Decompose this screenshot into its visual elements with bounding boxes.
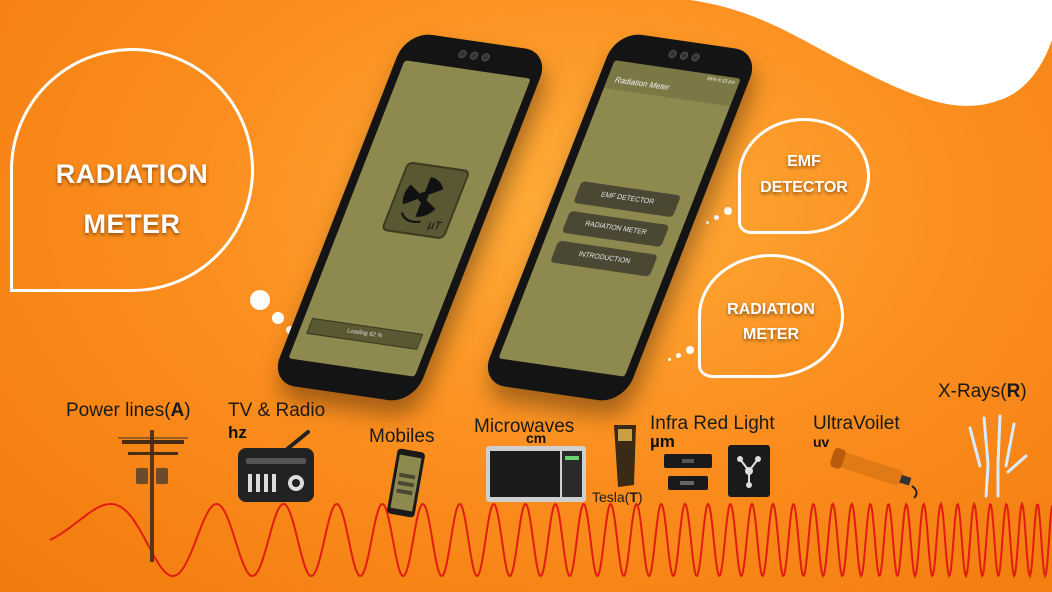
bubble-title-line2: METER <box>83 209 181 239</box>
radiation-icon <box>400 177 444 223</box>
bubble-dot <box>668 358 671 361</box>
status-bar: 56% 6:33 pm <box>705 75 737 87</box>
tesla-unit: T <box>629 489 638 505</box>
radiation-meter-bubble: RADIATION METER <box>10 48 254 292</box>
power-lines-label: Power lines(A) <box>66 400 191 422</box>
uv-flashlight-icon <box>830 447 918 499</box>
bubble-dot <box>714 215 719 220</box>
power-lines-close: ) <box>184 400 191 421</box>
radiation-meter-button[interactable]: RADIATION METER <box>561 210 670 248</box>
microwaves-label: Microwaves <box>474 416 575 437</box>
bubble-dot <box>272 312 284 324</box>
camera-icon <box>468 51 480 61</box>
tesla-close: ) <box>637 489 643 505</box>
rad-bubble-line1: RADIATION <box>727 301 815 318</box>
loading-label: Loading <box>345 328 369 338</box>
emf-detector-bubble: EMF DETECTOR <box>738 118 870 234</box>
xray-hand-icon <box>968 414 1028 498</box>
frequency-wave <box>49 500 1052 579</box>
tesla-meter-icon <box>614 425 636 487</box>
app-toolbar: 56% 6:33 pm Radiation Meter <box>603 60 741 107</box>
microwaves-unit: cm <box>526 430 547 446</box>
loading-value: 62 % <box>367 331 384 340</box>
power-lines-unit: A <box>170 400 185 421</box>
loading-bar: Loading 62 % <box>306 317 424 350</box>
power-lines-text: Power lines( <box>66 400 171 421</box>
ultraviolet-unit: uv <box>813 434 830 450</box>
infrared-sensor-icon <box>664 454 712 490</box>
mobiles-label: Mobiles <box>369 426 435 447</box>
camera-icon <box>667 49 678 59</box>
ultraviolet-label: UltraVoilet <box>813 413 900 434</box>
bubble-dot <box>250 290 270 310</box>
bubble-dot <box>706 221 709 224</box>
phone-splash: µT Loading 62 % <box>269 31 551 404</box>
microwave-icon <box>486 446 586 502</box>
power-pole-icon <box>118 430 188 562</box>
camera-icon <box>678 51 690 61</box>
radio-icon <box>238 430 314 502</box>
tesla-text: Tesla( <box>592 489 630 505</box>
bubble-dot <box>724 207 732 215</box>
infra-red-unit: µm <box>650 432 675 451</box>
emf-bubble-line1: EMF <box>787 153 821 170</box>
camera-icon <box>480 52 491 62</box>
radiation-meter-small-bubble: RADIATION METER <box>698 254 844 378</box>
xrays-text: X-Rays( <box>938 381 1007 402</box>
emf-detector-button[interactable]: EMF DETECTOR <box>573 181 682 218</box>
tv-radio-unit: hz <box>228 423 247 442</box>
xrays-unit: R <box>1006 381 1021 402</box>
tesla-label: Tesla(T) <box>592 489 643 505</box>
camera-icon <box>690 52 701 62</box>
radiation-logo: µT <box>380 161 471 240</box>
mobile-phone-icon <box>387 448 425 518</box>
infra-red-label: Infra Red Light <box>650 413 775 434</box>
xrays-close: ) <box>1020 381 1027 402</box>
bubble-title-line1: RADIATION <box>55 159 209 189</box>
xrays-label: X-Rays(R) <box>938 381 1027 403</box>
emf-bubble-line2: DETECTOR <box>760 179 848 196</box>
bubble-dot <box>686 346 694 354</box>
splash-screen: µT Loading 62 % <box>288 60 531 377</box>
tv-radio-label: TV & Radio <box>228 400 326 421</box>
infrared-chip-icon <box>728 445 770 497</box>
rad-bubble-line2: METER <box>743 326 799 343</box>
camera-icon <box>457 49 468 59</box>
bubble-dot <box>676 353 681 358</box>
app-title: Radiation Meter <box>613 75 671 93</box>
introduction-button[interactable]: INTRODUCTION <box>550 240 658 277</box>
